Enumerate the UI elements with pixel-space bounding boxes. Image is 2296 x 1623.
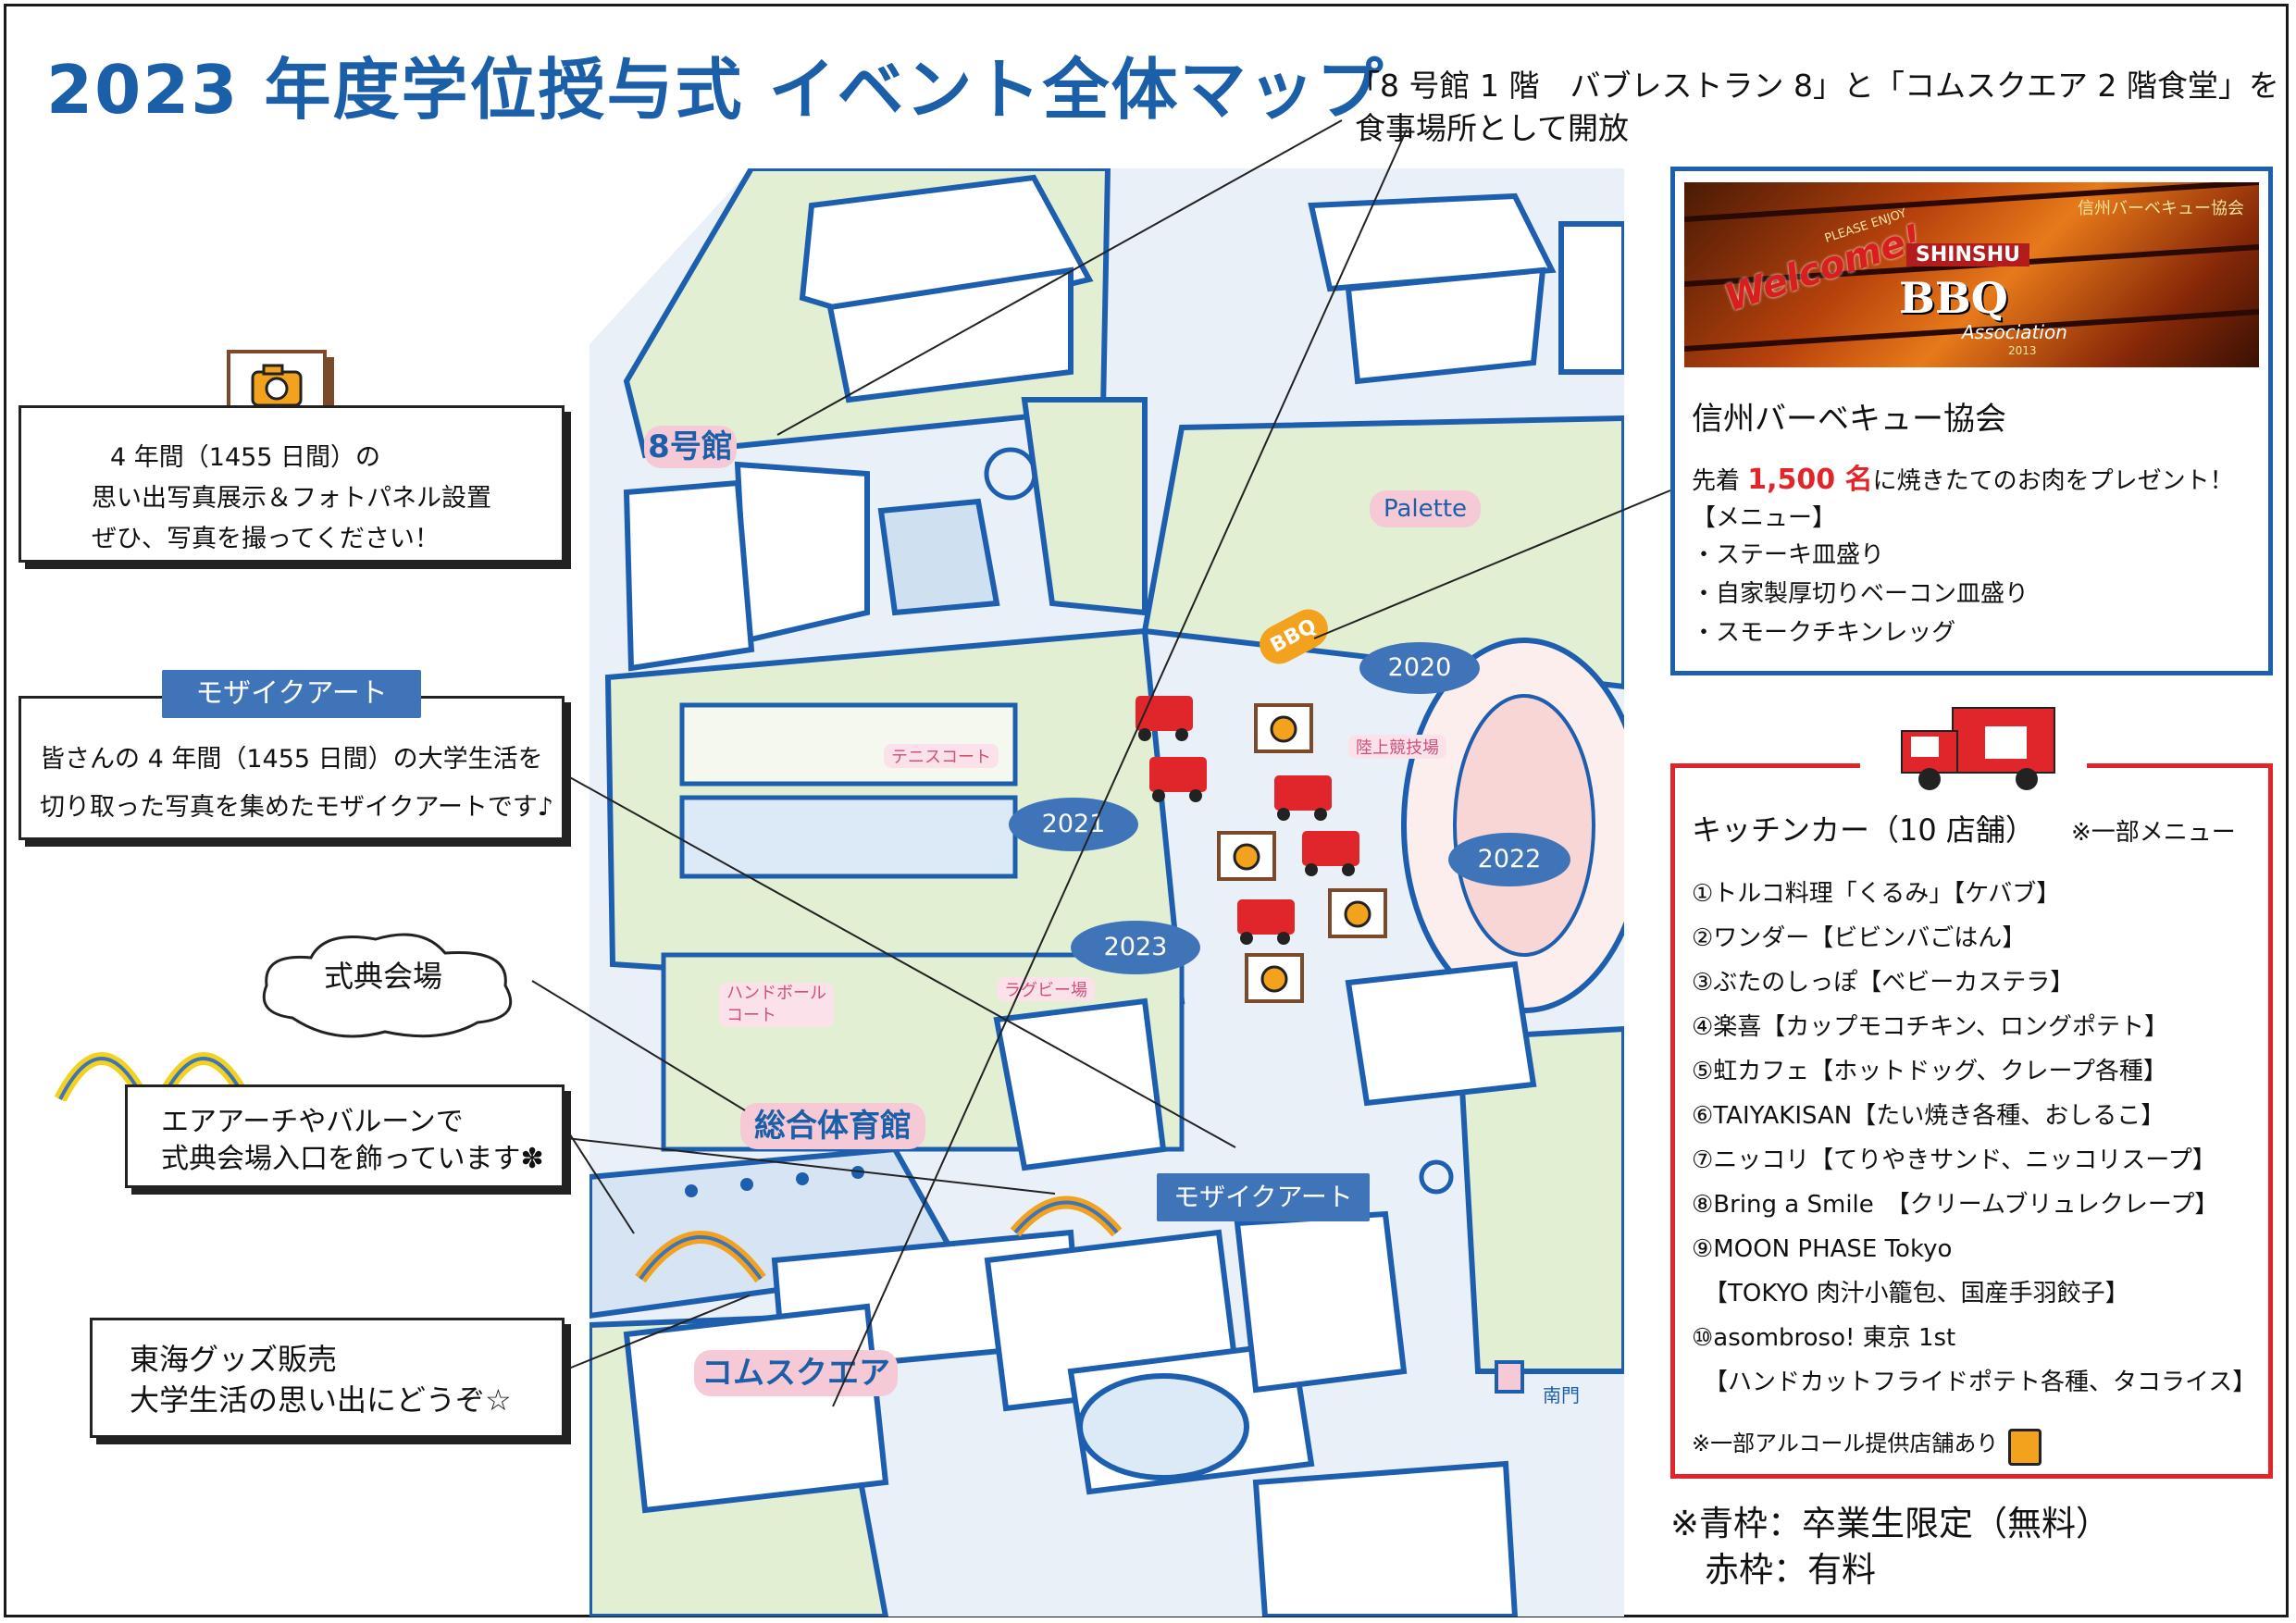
rugby-label: ラグビー場 bbox=[997, 977, 1095, 1001]
bbq-name: 信州バーベキュー協会 bbox=[1692, 401, 2006, 438]
kitchen-item: ⑨MOON PHASE Tokyo bbox=[1692, 1235, 1953, 1263]
photo-panel-icons bbox=[1217, 703, 1387, 1003]
beer-mug-icon bbox=[2008, 1428, 2042, 1466]
frame-legend: ※青枠：卒業生限定（無料） 赤枠：有料 bbox=[1670, 1501, 2110, 1593]
photo-exhibit-line2: 思い出写真展示＆フォトパネル設置 bbox=[92, 484, 491, 513]
track-label: 陸上競技場 bbox=[1348, 735, 1446, 759]
bbq-banner: 信州バーベキュー協会 Welcome! PLEASE ENJOY SHINSHU… bbox=[1684, 182, 2259, 367]
arch-decoration-box: エアアーチやバルーンで 式典会場入口を飾っています✽ bbox=[125, 1084, 565, 1188]
handball-label: ハンドボール コート bbox=[719, 983, 834, 1027]
building8-label: 8号館 bbox=[644, 426, 737, 468]
handball-label-line1: ハンドボール bbox=[726, 984, 826, 1003]
bbq-offer: 先着 1,500 名に焼きたてのお肉をプレゼント！ bbox=[1692, 456, 2234, 497]
handball-label-line2: コート bbox=[726, 1006, 776, 1025]
food-truck-icons bbox=[1136, 696, 1359, 945]
mosaic-line1: 皆さんの 4 年間（1455 日間）の大学生活を bbox=[40, 745, 543, 774]
kitchen-item: ⑥TAIYAKISAN【たい焼き各種、おしるこ】 bbox=[1692, 1102, 2166, 1130]
legend-blue: ※青枠：卒業生限定（無料） bbox=[1670, 1504, 2111, 1543]
arch-decoration-icons bbox=[54, 1052, 252, 1101]
year-bubble-2023: 2023 bbox=[1071, 921, 1200, 974]
goods-sale-box: 東海グッズ販売 大学生活の思い出にどうぞ☆ bbox=[90, 1318, 565, 1438]
banner-bbq: BBQ bbox=[1899, 273, 2008, 323]
mosaic-line2: 切り取った写真を集めたモザイクアートです♪ bbox=[40, 793, 554, 822]
bbq-menu-header: 【メニュー】 bbox=[1692, 504, 1837, 532]
kitchen-item: ⑧Bring a Smile 【クリームブリュレクレープ】 bbox=[1692, 1191, 2219, 1219]
bbq-menu-item: ・スモークチキンレッグ bbox=[1692, 619, 1956, 647]
kitchen-title: キッチンカー（10 店舗） ※一部メニュー bbox=[1692, 807, 2236, 849]
page-title: 2023 年度学位授与式 イベント全体マップ bbox=[46, 51, 1385, 129]
banner-year: 2013 bbox=[2008, 344, 2037, 357]
campus-map: 8号館 Palette 総合体育館 コムスクエア モザイクアート テニスコート … bbox=[590, 168, 1624, 1617]
gym-label: 総合体育館 bbox=[740, 1103, 925, 1149]
kitchen-note: ※一部メニュー bbox=[2071, 819, 2236, 847]
food-truck-icon-shape bbox=[1901, 707, 2055, 790]
kitchen-item: ②ワンダー【ビビンバごはん】 bbox=[1692, 924, 2027, 952]
kitchen-item: 【TOKYO 肉汁小籠包、国産手羽餃子】 bbox=[1692, 1280, 2129, 1307]
bbq-menu-item: ・ステーキ皿盛り bbox=[1692, 541, 1885, 569]
legend-red: 赤枠：有料 bbox=[1670, 1550, 1876, 1590]
kitchen-item: ①トルコ料理「くるみ」【ケバブ】 bbox=[1692, 880, 2061, 908]
bbq-menu-item: ・自家製厚切りベーコン皿盛り bbox=[1692, 580, 2029, 608]
kitchen-item: ⑩asombroso! 東京 1st bbox=[1692, 1324, 1956, 1352]
mosaic-map-ribbon: モザイクアート bbox=[1157, 1173, 1370, 1221]
bbq-info-box: 信州バーベキュー協会 Welcome! PLEASE ENJOY SHINSHU… bbox=[1670, 167, 2273, 675]
kitchen-title-text: キッチンカー（10 店舗） bbox=[1692, 812, 2035, 848]
dining-note-line1: 「8 号館 1 階 バブレストラン 8」と「コムスクエア 2 階食堂」を bbox=[1349, 68, 2279, 104]
year-bubble-2022: 2022 bbox=[1448, 833, 1570, 886]
mosaic-art-box: 皆さんの 4 年間（1455 日間）の大学生活を 切り取った写真を集めたモザイク… bbox=[19, 696, 565, 840]
kitchen-item: ⑤虹カフェ【ホットドッグ、クレープ各種】 bbox=[1692, 1058, 2167, 1085]
kitchen-item: ③ぶたのしっぽ【ベビーカステラ】 bbox=[1692, 969, 2075, 997]
photo-exhibit-box: 4 年間（1455 日間）の 思い出写真展示＆フォトパネル設置 ぜひ、写真を撮っ… bbox=[19, 405, 565, 563]
goods-line2: 大学生活の思い出にどうぞ☆ bbox=[130, 1382, 512, 1418]
south-gate-label: 南門 bbox=[1543, 1384, 1580, 1406]
comsquare-label: コムスクエア bbox=[694, 1350, 898, 1396]
bbq-offer-prefix: 先着 bbox=[1692, 467, 1748, 495]
bbq-offer-count: 1,500 名 bbox=[1747, 464, 1873, 496]
arch-line1: エアアーチやバルーンで bbox=[161, 1106, 464, 1138]
dining-note-line2: 食事場所として開放 bbox=[1355, 110, 1630, 146]
ceremony-cloud-shape bbox=[262, 933, 513, 1038]
kitchen-list: ①トルコ料理「くるみ」【ケバブ】 ②ワンダー【ビビンバごはん】 ③ぶたのしっぽ【… bbox=[1692, 872, 2256, 1405]
year-bubble-2021: 2021 bbox=[1009, 798, 1138, 851]
banner-shinshu: SHINSHU bbox=[1906, 243, 2029, 266]
food-truck-icon bbox=[1860, 703, 2087, 796]
kitchen-car-box: キッチンカー（10 店舗） ※一部メニュー ①トルコ料理「くるみ」【ケバブ】 ②… bbox=[1670, 763, 2273, 1479]
kitchen-alcohol-note: ※一部アルコール提供店舗あり bbox=[1692, 1425, 2042, 1466]
palette-label: Palette bbox=[1370, 490, 1481, 527]
bbq-menu-list: ・ステーキ皿盛り ・自家製厚切りベーコン皿盛り ・スモークチキンレッグ bbox=[1692, 536, 2029, 652]
photo-exhibit-line3: ぜひ、写真を撮ってください！ bbox=[92, 525, 440, 553]
dining-note: 「8 号館 1 階 バブレストラン 8」と「コムスクエア 2 階食堂」を 食事場… bbox=[1349, 65, 2279, 150]
goods-line1: 東海グッズ販売 bbox=[130, 1342, 338, 1377]
mosaic-art-ribbon: モザイクアート bbox=[162, 670, 421, 718]
ceremony-venue-label: 式典会場 bbox=[324, 959, 443, 994]
kitchen-item: ④楽喜【カップモコチキン、ロングポテト】 bbox=[1692, 1013, 2168, 1041]
banner-association: Association bbox=[1962, 321, 2067, 343]
arch-line2: 式典会場入口を飾っています✽ bbox=[161, 1143, 544, 1175]
kitchen-item: ⑦ニッコリ【てりやきサンド、ニッコリスープ】 bbox=[1692, 1146, 2216, 1174]
kitchen-item: 【ハンドカットフライドポテト各種、タコライス】 bbox=[1692, 1369, 2257, 1396]
kitchen-alcohol-text: ※一部アルコール提供店舗あり bbox=[1692, 1431, 1999, 1456]
tennis-label: テニスコート bbox=[884, 744, 999, 768]
photo-exhibit-line1: 4 年間（1455 日間）の bbox=[110, 443, 381, 472]
bbq-offer-suffix: に焼きたてのお肉をプレゼント！ bbox=[1872, 467, 2234, 495]
year-bubble-2020: 2020 bbox=[1359, 642, 1480, 694]
banner-org: 信州バーベキュー協会 bbox=[2078, 199, 2244, 218]
